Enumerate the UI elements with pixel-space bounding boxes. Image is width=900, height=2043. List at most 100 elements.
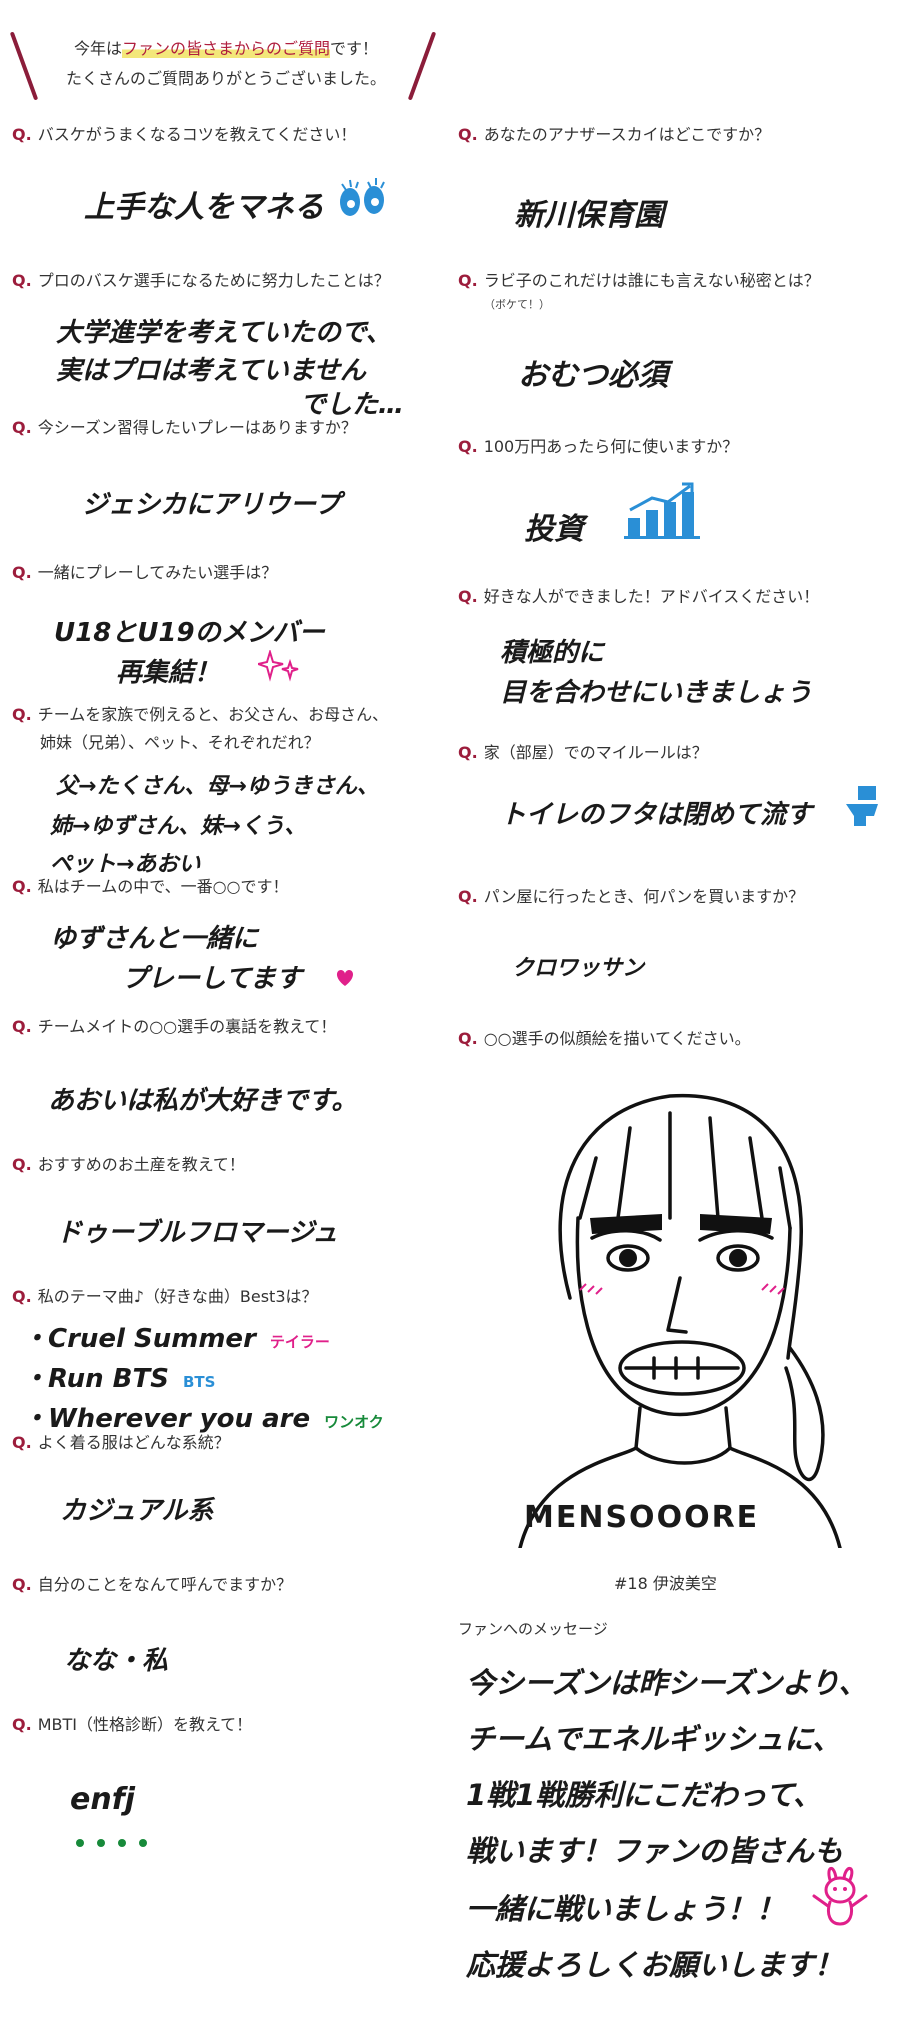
answer-5-line2: 姉→ゆずさん、妹→くう、 (50, 814, 307, 839)
intro: 今年はファンの皆さまからのご質問です！ たくさんのご質問ありがとうございました。 (46, 34, 406, 94)
question-5-line2: 姉妹（兄弟）、ペット、それぞれだれ？ (40, 733, 320, 752)
message-line-3: 1戦1戦勝利にこだわって、 (466, 1778, 822, 1812)
song-title: ・Wherever you are (22, 1404, 311, 1434)
message-title: ファンへのメッセージ (458, 1620, 608, 1638)
question-text: バスケがうまくなるコツを教えてください！ (37, 125, 357, 144)
mbti-dots (76, 1832, 160, 1851)
question-text: 今シーズン習得したいプレーはありますか？ (37, 418, 357, 437)
sparkle-icon (258, 650, 299, 682)
answer-4-line2: 再集結！ (116, 658, 221, 688)
q-mark: Q. (12, 1715, 32, 1734)
answer-5-line1: 父→たくさん、母→ゆうきさん、 (56, 774, 379, 799)
question-text: あなたのアナザースカイはどこですか？ (483, 125, 771, 144)
q-mark: Q. (12, 1433, 32, 1452)
question-text: プロのバスケ選手になるために努力したことは？ (37, 271, 390, 290)
portrait-caption: #18 伊波美空 (614, 1574, 717, 1593)
question-1: Q. バスケがうまくなるコツを教えてください！ (12, 122, 356, 148)
right-answer-2: おむつ必須 (518, 358, 668, 393)
question-text: パン屋に行ったとき、何パンを買いますか？ (483, 887, 805, 906)
question-11: Q.自分のことをなんて呼んでますか？ (12, 1572, 292, 1598)
answer-2-line3: でした… (300, 390, 405, 420)
rabbit-icon (812, 1867, 868, 1926)
question-text: ○○選手の似顔絵を描いてください。 (483, 1029, 751, 1048)
right-question-6: Q. パン屋に行ったとき、何パンを買いますか？ (458, 884, 804, 910)
question-3: Q. 今シーズン習得したいプレーはありますか？ (12, 415, 357, 441)
right-question-4: Q.好きな人ができました！アドバイスください！ (458, 584, 819, 610)
q-mark: Q. (12, 418, 32, 437)
portrait-drawing (518, 1093, 842, 1548)
question-text: 一緒にプレーしてみたい選手は？ (37, 563, 278, 582)
intro-highlight: ファンの皆さまからのご質問 (121, 39, 330, 58)
question-6: Q. 私はチームの中で、一番○○です！ (12, 874, 289, 900)
q-mark: Q. (12, 1575, 32, 1594)
song-artist: テイラー (269, 1333, 330, 1351)
q-mark: Q. (458, 887, 478, 906)
q-mark: Q. (12, 1287, 32, 1306)
right-question-2-note: （ボケて！） (484, 298, 550, 311)
portrait-shirt-text: MENSOOORE (524, 1500, 760, 1535)
question-2: Q. プロのバスケ選手になるために努力したことは？ (12, 268, 390, 294)
question-text: チームを家族で例えると、お父さん、お母さん、 (37, 705, 389, 724)
message-line-6: 応援よろしくお願いします！ (466, 1948, 844, 1982)
answer-2-line2: 実はプロは考えていません (56, 356, 366, 386)
question-9: Q.私のテーマ曲♪（好きな曲）Best3は？ (12, 1284, 318, 1310)
eyes-icon (340, 178, 385, 216)
message-line-5: 一緒に戦いましょう！！ (466, 1892, 786, 1926)
answer-3: ジェシカにアリウープ (82, 490, 341, 520)
message-line-2: チームでエネルギッシュに、 (466, 1722, 842, 1756)
question-12: Q. MBTI（性格診断）を教えて！ (12, 1712, 252, 1738)
question-7: Q. チームメイトの○○選手の裏話を教えて！ (12, 1014, 336, 1040)
q-mark: Q. (12, 1017, 32, 1036)
answer-5-line3: ペット→あおい (50, 852, 201, 877)
message-line-4: 戦います！ファンの皆さんも (466, 1834, 844, 1868)
right-question-3: Q. 100万円あったら何に使いますか？ (458, 434, 738, 460)
q-mark: Q. (12, 705, 32, 724)
right-answer-5: トイレのフタは閉めて流す (500, 800, 813, 830)
question-4: Q. 一緒にプレーしてみたい選手は？ (12, 560, 277, 586)
question-text: 家（部屋）でのマイルールは？ (483, 743, 708, 762)
q-mark: Q. (458, 1029, 478, 1048)
q-mark: Q. (12, 125, 32, 144)
right-answer-4-line2: 目を合わせにいきましょう (500, 678, 813, 708)
question-text: チームメイトの○○選手の裏話を教えて！ (37, 1017, 337, 1036)
question-text: 好きな人ができました！アドバイスください！ (483, 587, 820, 606)
intro-text-a: 今年は (73, 39, 122, 58)
q-mark: Q. (12, 563, 32, 582)
answer-2-line1: 大学進学を考えていたので、 (56, 318, 392, 348)
right-answer-1: 新川保育園 (514, 198, 664, 233)
answer-8: ドゥーブルフロマージュ (56, 1218, 339, 1248)
answer-4-line1: U18とU19のメンバー (54, 618, 325, 648)
answer-1: 上手な人をマネる (84, 190, 324, 225)
toilet-icon (846, 786, 878, 826)
answer-6-line2: プレーしてます (122, 964, 302, 994)
right-question-7: Q. ○○選手の似顔絵を描いてください。 (458, 1026, 751, 1052)
answer-11: なな・私 (64, 1646, 169, 1676)
header-slash-right (407, 31, 437, 101)
q-mark: Q. (458, 437, 478, 456)
question-text: 私はチームの中で、一番○○です！ (37, 877, 289, 896)
intro-thanks: たくさんのご質問ありがとうございました。 (65, 69, 386, 88)
song-artist: ワンオク (324, 1413, 384, 1431)
q-mark: Q. (12, 271, 32, 290)
answer-7: あおいは私が大好きです。 (48, 1086, 358, 1116)
question-text: ラビ子のこれだけは誰にも言えない秘密とは？ (483, 271, 820, 290)
right-question-1: Q.あなたのアナザースカイはどこですか？ (458, 122, 770, 148)
q-mark: Q. (12, 1155, 32, 1174)
header-slash-left (9, 31, 39, 101)
q-mark: Q. (458, 271, 478, 290)
question-text: 100万円あったら何に使いますか？ (483, 437, 739, 456)
chart-up-icon (624, 482, 700, 539)
song-3: ・Wherever you are ワンオク (22, 1398, 384, 1435)
right-answer-4-line1: 積極的に (500, 638, 605, 668)
song-artist: BTS (182, 1373, 216, 1391)
answer-12: enfj (70, 1782, 136, 1817)
question-text: よく着る服はどんな系統？ (37, 1433, 230, 1452)
answer-6-line1: ゆずさんと一緒に (50, 924, 259, 954)
question-text: MBTI（性格診断）を教えて！ (37, 1715, 253, 1734)
q-mark: Q. (458, 743, 478, 762)
intro-text-c: です！ (330, 39, 379, 58)
q-mark: Q. (12, 877, 32, 896)
right-answer-3: 投資 (524, 512, 584, 547)
